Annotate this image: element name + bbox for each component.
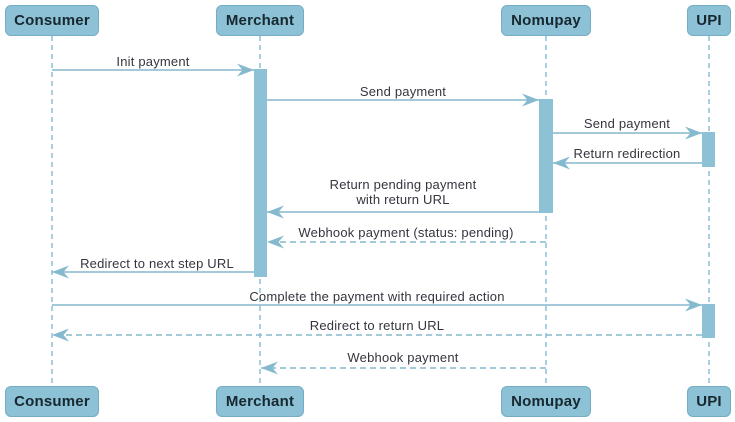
- arrowhead-icon: [553, 156, 570, 170]
- actor-box-upi-top: UPI: [687, 5, 731, 36]
- message-label-1: Send payment: [359, 83, 447, 99]
- arrowhead-icon: [52, 265, 69, 279]
- actor-box-merchant-bottom: Merchant: [216, 386, 304, 417]
- message-label-2: Send payment: [583, 115, 671, 131]
- actor-box-upi-bottom: UPI: [687, 386, 731, 417]
- activation-bar-nomupay-1: [539, 99, 553, 213]
- arrowhead-icon: [685, 298, 702, 312]
- message-label-7: Complete the payment with required actio…: [249, 288, 505, 304]
- actor-box-nomupay-top: Nomupay: [501, 5, 591, 36]
- arrowhead-icon: [237, 63, 254, 77]
- actor-box-merchant-top: Merchant: [216, 5, 304, 36]
- message-label-4: Return pending payment with return URL: [329, 177, 477, 207]
- arrowhead-icon: [522, 93, 539, 107]
- message-label-5: Webhook payment (status: pending): [298, 224, 514, 240]
- message-label-0: Init payment: [116, 53, 190, 69]
- actor-box-consumer-top: Consumer: [5, 5, 99, 36]
- message-label-3: Return redirection: [573, 145, 681, 161]
- message-label-9: Webhook payment: [347, 349, 459, 365]
- activation-bar-upi-3: [702, 304, 715, 338]
- actor-box-nomupay-bottom: Nomupay: [501, 386, 591, 417]
- arrowhead-icon: [267, 205, 284, 219]
- arrowhead-icon: [52, 328, 69, 342]
- actor-box-consumer-bottom: Consumer: [5, 386, 99, 417]
- arrowhead-icon: [685, 126, 702, 140]
- activation-bar-upi-2: [702, 132, 715, 167]
- message-label-8: Redirect to return URL: [309, 317, 445, 333]
- arrowhead-icon: [261, 361, 278, 375]
- message-label-6: Redirect to next step URL: [80, 255, 234, 271]
- activation-bar-merchant-0: [254, 69, 267, 277]
- arrowhead-icon: [267, 235, 284, 249]
